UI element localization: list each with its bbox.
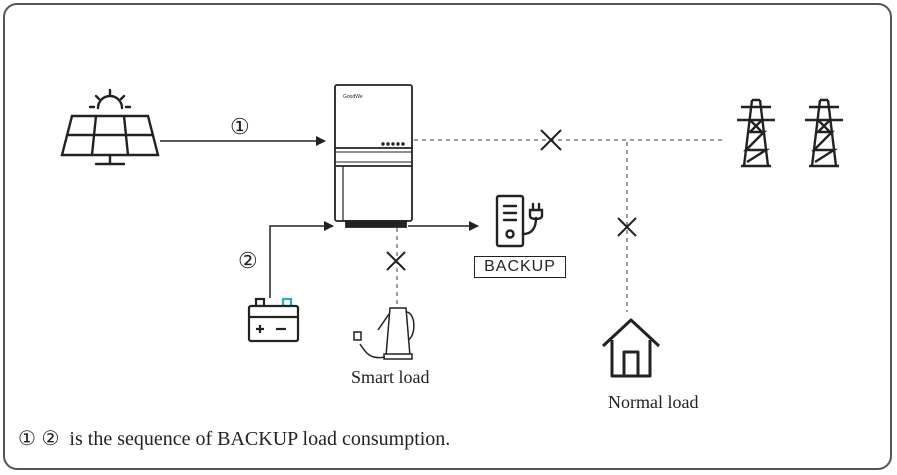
smart-load-label: Smart load (351, 367, 430, 387)
step-two-marker: ② (238, 248, 258, 273)
normal-load-label: Normal load (608, 392, 699, 412)
caption-marks: ① ② (18, 428, 60, 450)
disconnect-icon (540, 129, 562, 151)
inverter-brand: GoodWe (343, 94, 363, 100)
solar-panel-icon (60, 88, 160, 166)
house-icon (601, 318, 661, 378)
step-one-marker: ① (230, 114, 250, 139)
battery-icon (247, 297, 300, 343)
disconnect-icon (617, 217, 637, 237)
backup-charger-icon (495, 194, 544, 248)
pylon-icon (737, 98, 775, 168)
caption-text: is the sequence of BACKUP load consumpti… (69, 428, 451, 450)
diagram-frame (3, 3, 892, 470)
caption: ① ② is the sequence of BACKUP load consu… (18, 426, 450, 451)
pylon-icon (805, 98, 843, 168)
backup-label: BACKUP (474, 256, 566, 278)
kettle-icon (353, 307, 415, 360)
disconnect-icon (386, 251, 406, 271)
inverter-icon (334, 84, 413, 228)
battery-to-inverter-arrow (269, 221, 334, 298)
